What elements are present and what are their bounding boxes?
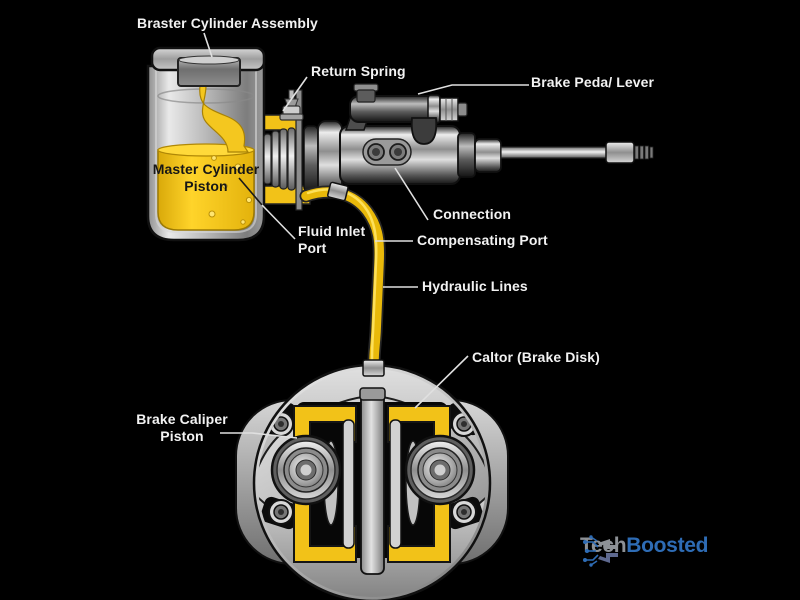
- reservoir-cap: [150, 46, 266, 87]
- brake-disc-assembly: [235, 359, 509, 600]
- hose-fitting-lower: [362, 359, 385, 377]
- brake-fluid: [157, 85, 255, 231]
- leader-caliper-piston: [220, 432, 298, 439]
- leader-brake-disk: [414, 355, 469, 409]
- label-brake-pedal: Brake Peda/ Lever: [531, 74, 655, 90]
- return-spring-fitting: [279, 89, 304, 121]
- leader-brake-pedal: [417, 84, 529, 95]
- label-connection: Connection: [433, 206, 511, 222]
- rotor-disc: [360, 389, 385, 575]
- label-fluid-inlet-port: Fluid Inlet Port: [298, 223, 366, 256]
- hose-fitting-upper: [327, 181, 349, 202]
- rod-threads: [634, 145, 654, 160]
- label-brake-disk: Caltor (Brake Disk): [472, 349, 600, 365]
- leader-assembly: [203, 32, 213, 58]
- label-hydraulic-lines: Hydraulic Lines: [422, 278, 528, 294]
- brake-pad-right: [389, 419, 402, 549]
- leader-connection: [394, 167, 429, 221]
- hydraulic-line: [299, 181, 386, 405]
- pedal-lever-cylinder: [344, 83, 468, 145]
- label-cylinder-assembly: Braster Cylinder Assembly: [137, 15, 318, 31]
- leader-fluid-inlet: [261, 204, 296, 240]
- leader-master-piston: [238, 177, 263, 206]
- reservoir: [146, 46, 311, 242]
- brake-pad-left: [342, 419, 355, 549]
- circuit-icon: [583, 535, 618, 567]
- label-return-spring: Return Spring: [311, 63, 406, 79]
- piston-seal-stack: [263, 89, 343, 211]
- bleed-ports: [362, 138, 412, 166]
- caliper-piston-left: [270, 434, 342, 506]
- label-brake-caliper-piston: Brake Caliper Piston: [136, 411, 228, 444]
- leader-return-spring: [282, 76, 308, 112]
- fluid-stream: [199, 85, 250, 153]
- label-master-cylinder-piston: Master Cylinder Piston: [152, 161, 260, 194]
- fluid-bubbles: [208, 155, 253, 225]
- label-compensating-port: Compensating Port: [417, 232, 548, 248]
- techboosted-logo: TechBoosted: [580, 534, 708, 567]
- caliper-piston-right: [404, 434, 476, 506]
- push-rod: [500, 141, 654, 164]
- hex-nut: [439, 97, 459, 122]
- reservoir-lobe: [410, 117, 438, 145]
- leader-lines: [203, 32, 529, 439]
- mounting-plate: [295, 89, 303, 211]
